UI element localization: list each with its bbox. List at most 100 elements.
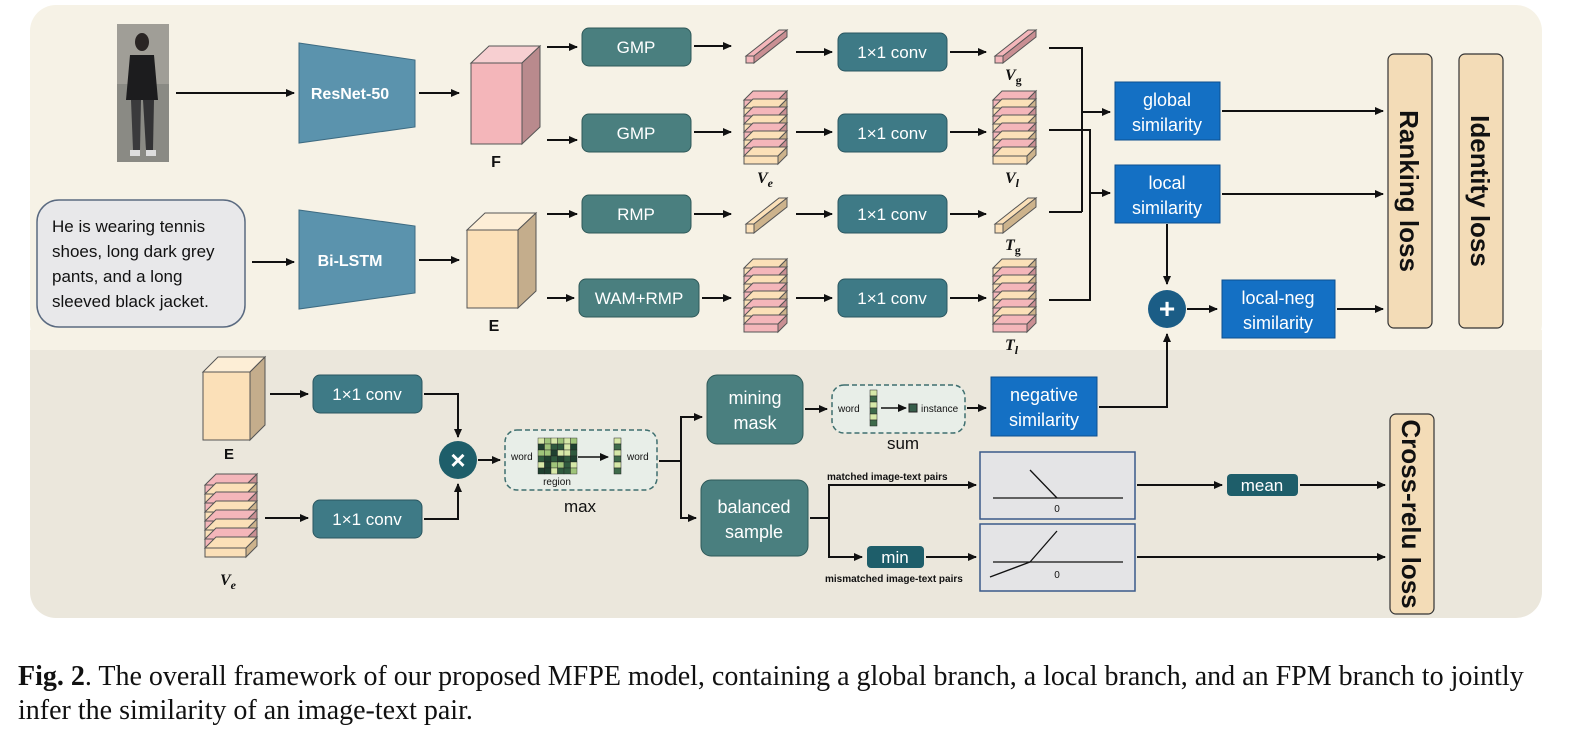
ranking-loss-box: Ranking loss [1387,53,1433,329]
sum-label: sum [887,434,919,453]
svg-text:+: + [1159,293,1175,324]
vector-bar-cream-2 [993,196,1038,235]
multiply-operator: × [439,441,477,479]
stack-vl [991,89,1038,166]
word-label-1: word [510,452,533,463]
resnet50-label: ResNet-50 [311,86,389,103]
cross-relu-loss-label: Cross-relu loss [1396,419,1426,608]
conv-label-4: 1×1 conv [857,289,927,308]
wam-rmp-label: WAM+RMP [595,289,684,308]
conv-box-4: 1×1 conv [837,278,948,318]
mean-label: mean [1241,476,1284,495]
gmp-box-2: GMP [581,113,692,153]
conv-label-5: 1×1 conv [332,385,402,404]
vl-label: Vl [1005,170,1020,190]
region-label: region [543,477,571,488]
word-label-3: word [837,404,860,415]
mean-box: mean [1227,474,1298,496]
global-similarity-line1: global [1143,90,1191,110]
conv-label-1: 1×1 conv [857,43,927,62]
plus-operator: + [1148,290,1186,328]
rmp-box: RMP [581,194,692,234]
local-similarity-box: local similarity [1114,164,1221,224]
gmp-box-1: GMP [581,27,692,67]
feature-cube-e: E [465,211,538,335]
vector-bar-pink-1 [744,28,789,65]
mining-mask-box: mining mask [706,374,804,445]
balanced-sample-box: balanced sample [700,479,809,557]
text-line-2: shoes, long dark grey [52,242,215,261]
min-label: min [881,548,908,567]
stack-ve-top [742,89,789,166]
local-similarity-line2: similarity [1132,198,1202,218]
conv-label-6: 1×1 conv [332,510,402,529]
rmp-label: RMP [617,205,655,224]
mfpe-framework-diagram: He is wearing tennis shoes, long dark gr… [30,5,1542,618]
caption-label: Fig. 2 [18,661,85,692]
bilstm-backbone: Bi-LSTM [298,209,416,310]
ranking-loss-label: Ranking loss [1394,110,1424,272]
conv-label-3: 1×1 conv [857,205,927,224]
vector-bar-cream-1 [744,196,789,235]
wam-rmp-box: WAM+RMP [578,278,700,318]
global-similarity-line2: similarity [1132,115,1202,135]
feature-cube-f: F [469,44,542,171]
vector-bar-pink-2 [993,28,1038,65]
text-description-box: He is wearing tennis shoes, long dark gr… [36,199,246,328]
gmp-label-1: GMP [617,38,656,57]
tg-label: Tg [1005,237,1021,257]
feature-e-label: E [489,318,500,335]
sum-operation-box: word instance [831,384,966,434]
balanced-label: balanced [717,497,790,517]
local-neg-similarity-box: local-neg similarity [1221,279,1336,339]
global-similarity-box: global similarity [1114,81,1221,141]
caption-text: . The overall framework of our proposed … [18,661,1524,726]
local-neg-similarity-line2: similarity [1243,313,1313,333]
matched-pairs-label: matched image-text pairs [827,472,948,483]
vg-label: Vg [1005,67,1022,87]
instance-label: instance [921,404,959,415]
cross-relu-loss-box: Cross-relu loss [1389,413,1435,615]
figure-caption: Fig. 2. The overall framework of our pro… [18,660,1568,728]
gmp-label-2: GMP [617,124,656,143]
ve-bottom-label: Ve [220,572,237,592]
conv-box-3: 1×1 conv [837,194,948,234]
conv-box-2: 1×1 conv [837,113,948,153]
feature-f-label: F [491,154,501,171]
stack-text-local-pre [742,257,789,334]
mining-label: mining [728,388,781,408]
text-line-4: sleeved black jacket. [52,292,209,311]
mask-label: mask [733,413,777,433]
stack-tl [991,257,1038,334]
sample-label: sample [725,522,783,542]
bilstm-label: Bi-LSTM [318,253,383,270]
conv-box-5: 1×1 conv [312,374,423,414]
conv-box-6: 1×1 conv [312,499,423,539]
svg-text:×: × [450,445,465,475]
stack-ve-bottom [203,472,259,559]
identity-loss-box: Identity loss [1458,53,1504,329]
mismatched-pairs-label: mismatched image-text pairs [825,574,963,585]
relu-plot-mismatched: 0 [979,523,1136,592]
conv-box-1: 1×1 conv [837,32,948,72]
local-neg-similarity-line1: local-neg [1241,288,1314,308]
text-line-3: pants, and a long [52,267,182,286]
local-similarity-line1: local [1148,173,1185,193]
resnet50-backbone: ResNet-50 [298,42,416,144]
feature-cube-e-bottom: E [201,355,267,463]
ve-top-label: Ve [757,170,774,190]
max-operation-box: word region word [504,429,658,491]
word-label-2: word [626,452,649,463]
min-box: min [867,546,924,568]
negative-label: negative [1010,385,1078,405]
text-line-1: He is wearing tennis [52,217,205,236]
identity-loss-label: Identity loss [1465,115,1495,267]
negative-similarity-box: negative similarity [990,376,1098,437]
relu-plot-matched: 0 [979,451,1136,520]
feature-e-bottom-label: E [224,446,234,463]
negative-similarity-label: similarity [1009,410,1079,430]
max-label: max [564,497,597,516]
zero-label-1: 0 [1054,504,1060,515]
tl-label: Tl [1005,337,1019,357]
conv-label-2: 1×1 conv [857,124,927,143]
